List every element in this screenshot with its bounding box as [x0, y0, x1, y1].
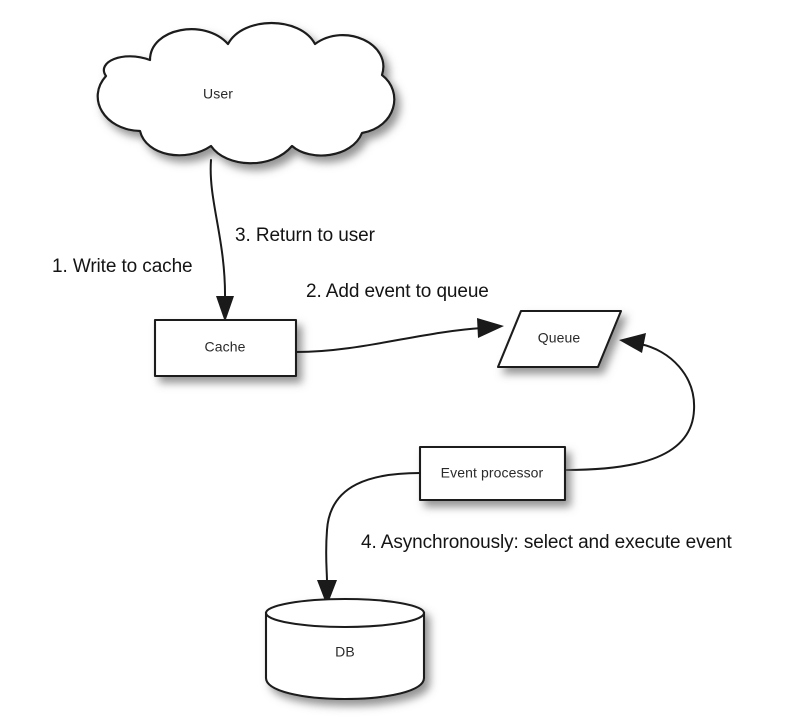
node-label-user: User	[203, 86, 233, 102]
edge-cache-to-queue	[295, 318, 504, 353]
edge-label-step-1: 1. Write to cache	[52, 256, 193, 277]
edge-user-to-cache-arrowhead	[216, 296, 234, 322]
db-cylinder-body	[264, 611, 426, 701]
node-cache[interactable]: Cache	[153, 318, 298, 378]
edge-processor-to-db	[317, 472, 421, 606]
edge-processor-to-queue-arrowhead	[619, 333, 646, 353]
node-queue[interactable]: Queue	[496, 309, 623, 369]
db-cylinder-top	[264, 597, 426, 629]
edge-cache-to-queue-line	[295, 327, 483, 353]
cache-box-shape	[153, 318, 298, 378]
node-label-cache: Cache	[205, 339, 246, 355]
node-label-event-processor: Event processor	[441, 465, 544, 481]
edge-label-step-4: 4. Asynchronously: select and execute ev…	[361, 532, 732, 553]
cloud-shape	[96, 22, 396, 165]
edge-processor-to-db-arrowhead	[317, 580, 337, 606]
node-user[interactable]: User	[96, 22, 396, 165]
event-processor-box-shape	[418, 445, 567, 502]
node-event-processor[interactable]: Event processor	[418, 445, 567, 502]
edge-processor-to-queue	[565, 333, 696, 471]
queue-shape	[496, 309, 623, 369]
edge-label-step-2: 2. Add event to queue	[306, 281, 489, 302]
node-label-queue: Queue	[538, 330, 581, 346]
edge-processor-to-queue-line	[565, 343, 696, 471]
edge-cache-to-queue-arrowhead	[477, 318, 504, 338]
edge-user-to-cache	[209, 159, 234, 322]
node-label-db: DB	[335, 644, 355, 660]
edge-processor-to-db-line	[325, 472, 421, 583]
node-db[interactable]: DB	[264, 597, 426, 701]
edge-user-to-cache-line	[209, 159, 227, 301]
edge-label-step-3: 3. Return to user	[235, 225, 375, 246]
